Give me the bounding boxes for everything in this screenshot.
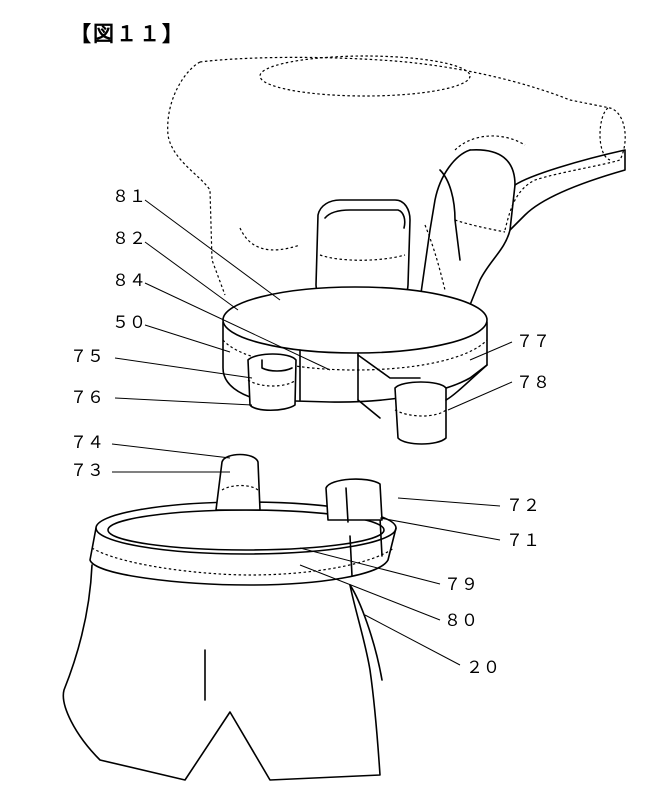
ref-80: ８０ — [444, 611, 478, 631]
belt-tabs — [215, 453, 383, 577]
ref-74: ７４ — [70, 433, 104, 453]
figure-title: 【図１１】 — [70, 22, 185, 46]
ref-78: ７８ — [516, 373, 550, 393]
ref-76: ７６ — [70, 388, 104, 408]
ref-50: ５０ — [112, 313, 146, 333]
ref-72: ７２ — [506, 496, 540, 516]
ref-84: ８４ — [112, 271, 146, 291]
left-prong — [247, 353, 297, 412]
leader-lines — [111, 199, 513, 666]
upper-frame — [222, 286, 488, 403]
ref-75: ７５ — [70, 347, 104, 367]
arm-protrusion — [419, 149, 626, 306]
ref-20: ２０ — [466, 658, 500, 678]
ref-73: ７３ — [70, 461, 104, 481]
ref-77: ７７ — [516, 332, 550, 352]
head-block — [315, 199, 411, 301]
ref-71: ７１ — [506, 531, 540, 551]
ref-79: ７９ — [444, 575, 478, 595]
ref-81: ８１ — [112, 187, 146, 207]
right-prong — [357, 354, 488, 445]
lower-body — [62, 564, 383, 781]
ref-82: ８２ — [112, 229, 146, 249]
reference-numerals: ８１ ８２ ８４ ５０ ７５ ７６ ７７ ７８ ７４ ７３ ７２ ７１ ７９ ８… — [70, 187, 550, 678]
